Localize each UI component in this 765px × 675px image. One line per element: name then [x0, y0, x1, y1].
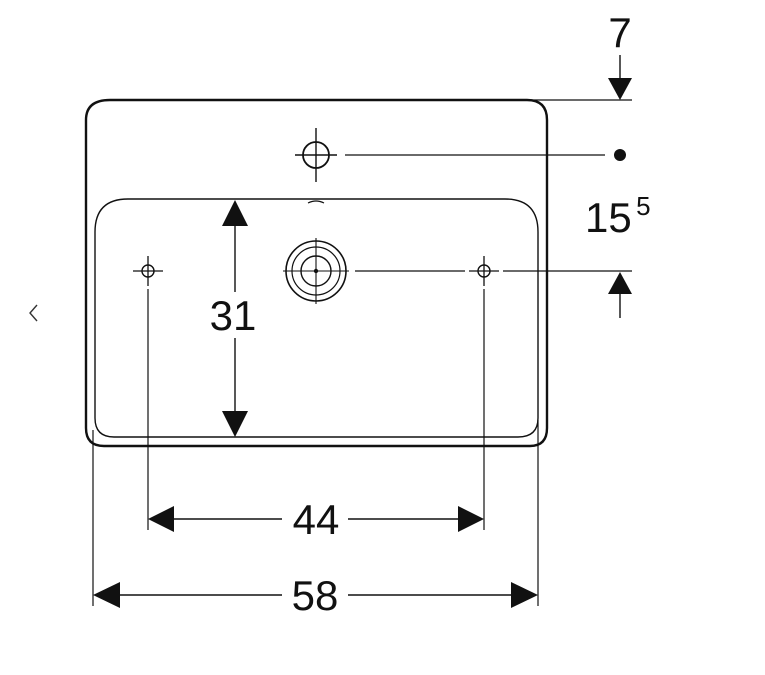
- tap-reference-dot: [614, 149, 626, 161]
- overall-width-arrow-left-icon: [93, 582, 120, 608]
- previous-image-button[interactable]: [20, 298, 48, 328]
- left-mounting-hole-icon: [133, 256, 163, 286]
- overall-width-label: 58: [292, 572, 339, 619]
- basin-inner-bowl: [94, 198, 539, 438]
- tap-hole-icon: [295, 128, 337, 182]
- bowl-depth-arrow-top-icon: [222, 200, 248, 226]
- mount-spacing-arrow-right-icon: [458, 506, 484, 532]
- top-offset-label: 7: [608, 9, 631, 56]
- drain-icon: [283, 238, 349, 304]
- top-offset-arrow-icon: [608, 78, 632, 100]
- mount-spacing-label: 44: [293, 496, 340, 543]
- tap-offset-arrow-icon: [608, 272, 632, 294]
- bowl-depth-label: 31: [210, 292, 257, 339]
- right-mounting-hole-icon: [469, 256, 499, 286]
- overall-width-arrow-right-icon: [511, 582, 538, 608]
- mount-spacing-arrow-left-icon: [148, 506, 174, 532]
- basin-outer-outline: [84, 98, 549, 448]
- chevron-left-icon: [29, 304, 38, 322]
- tap-offset-label: 15 5: [585, 191, 651, 241]
- bowl-depth-arrow-bottom-icon: [222, 411, 248, 437]
- overflow-slot: [307, 200, 325, 204]
